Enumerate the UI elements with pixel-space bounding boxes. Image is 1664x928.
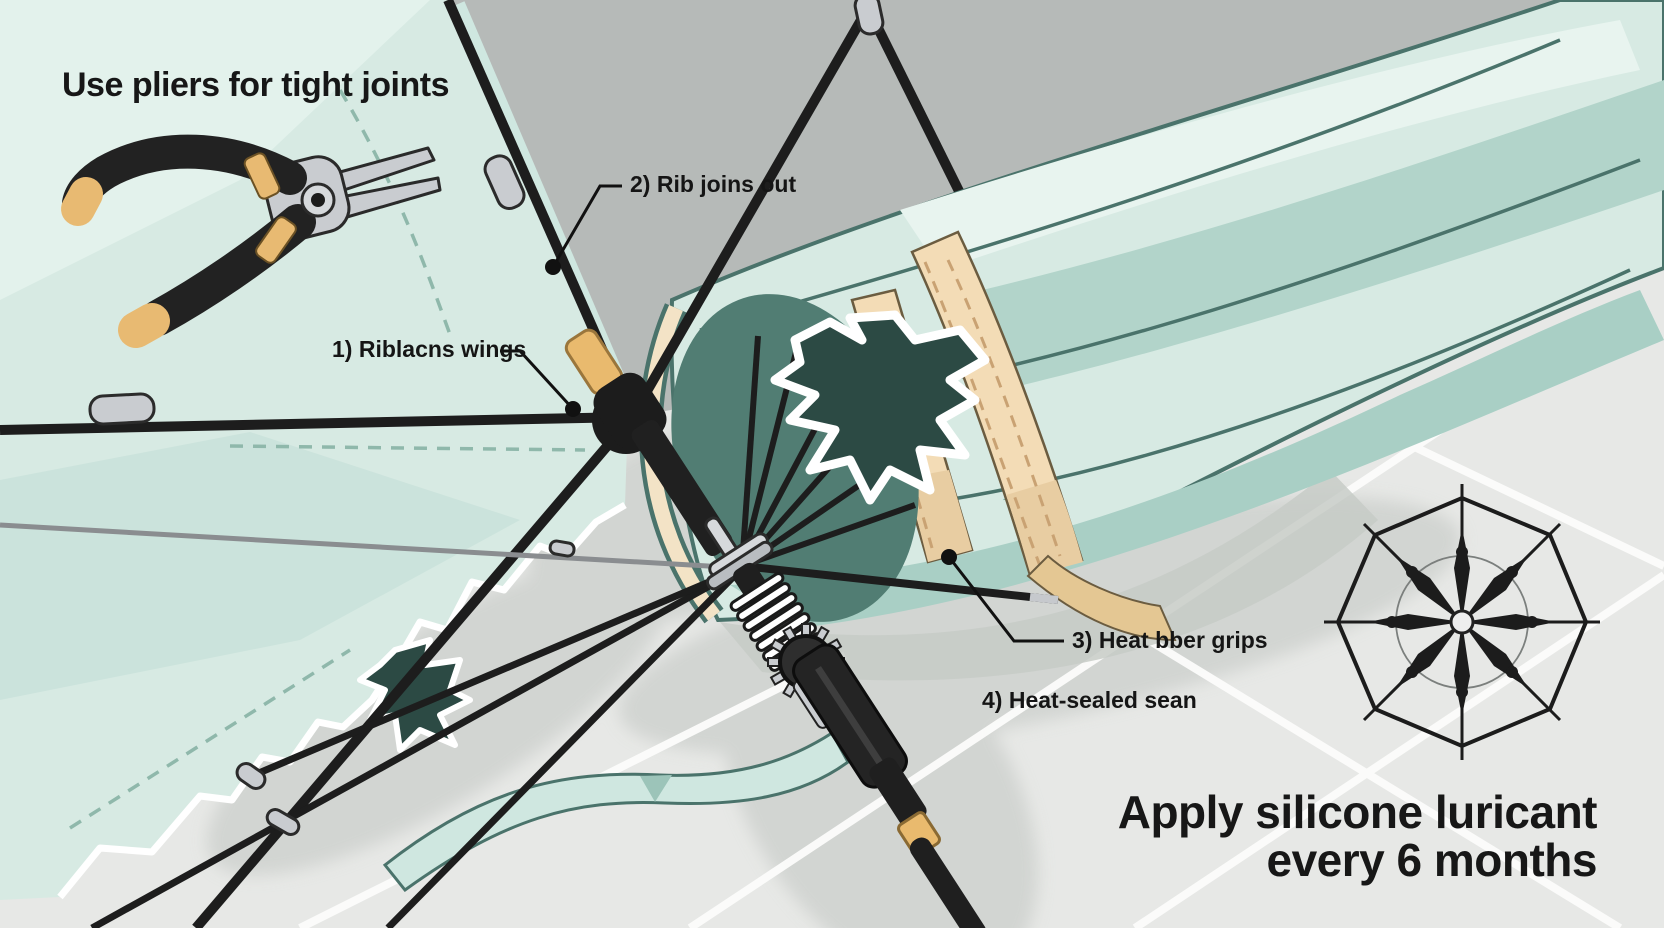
grip-highlight xyxy=(815,666,885,768)
strap-right-shadow xyxy=(1006,480,1083,576)
rib-sleeve-upper xyxy=(483,154,526,211)
shaft-taper xyxy=(869,757,927,827)
annotation-step4: 4) Heat-sealed sean xyxy=(982,687,1197,713)
canopy-shade-band xyxy=(0,432,520,700)
seam-dash-2 xyxy=(69,648,351,830)
joint-ball-2 xyxy=(265,808,301,836)
rib-ferrule-left xyxy=(88,392,156,426)
protruding-rib-tip xyxy=(1029,593,1059,604)
left-canopy xyxy=(0,0,628,900)
stretcher-wire xyxy=(0,522,743,571)
pliers-band-upper xyxy=(243,152,281,200)
left-canopy-fabric xyxy=(0,0,628,900)
annotation-step1: 1) Riblacns wings xyxy=(332,336,526,362)
annotation-leaders xyxy=(500,184,1064,643)
torn-edge xyxy=(57,501,627,900)
pliers-handle-upper-tip xyxy=(61,177,103,226)
tile-lines xyxy=(298,421,1664,928)
strap-wrap-under xyxy=(1026,554,1177,642)
protruding-rib xyxy=(741,562,1059,604)
spoke-dots xyxy=(1386,546,1538,698)
footer-line1: Apply silicone luricant xyxy=(1118,786,1597,838)
fold-line-1 xyxy=(699,38,1561,332)
joint-ball-1 xyxy=(548,539,576,558)
pliers-pivot-pin xyxy=(311,193,325,207)
title-text: Use pliers for tight joints xyxy=(62,66,449,104)
ribbon-fold xyxy=(640,775,672,802)
fold-shade-upper xyxy=(940,80,1664,395)
strap-right-stitch-1 xyxy=(946,259,1062,557)
strap-left-shadow xyxy=(905,470,972,562)
leader-step1 xyxy=(500,349,575,411)
rib-tip-oval xyxy=(235,762,267,790)
large-tear xyxy=(770,310,990,505)
rib-assembly xyxy=(0,0,885,928)
lower-shaft xyxy=(909,837,987,928)
leader-dot-step2 xyxy=(545,259,561,275)
umbrella-top-view-diagram xyxy=(1324,484,1600,760)
annotation-step2: 2) Rib joins out xyxy=(630,171,796,197)
shaft-assembly xyxy=(564,328,987,928)
leader-dot-step1 xyxy=(565,401,581,417)
pliers-handle-lower-tip xyxy=(118,303,170,348)
pliers-band-lower xyxy=(255,216,297,264)
leader-step3 xyxy=(947,556,1064,643)
pliers-icon xyxy=(61,134,442,348)
top-cap xyxy=(853,0,885,36)
annotation-step3: 3) Heat bber grips xyxy=(1072,627,1268,653)
strap-right-stitch-2 xyxy=(923,261,1042,567)
footer-line2: every 6 months xyxy=(1267,834,1597,886)
leader-dot-step3 xyxy=(941,549,957,565)
leader-step2 xyxy=(551,184,622,268)
diagram-hub xyxy=(1449,609,1475,635)
